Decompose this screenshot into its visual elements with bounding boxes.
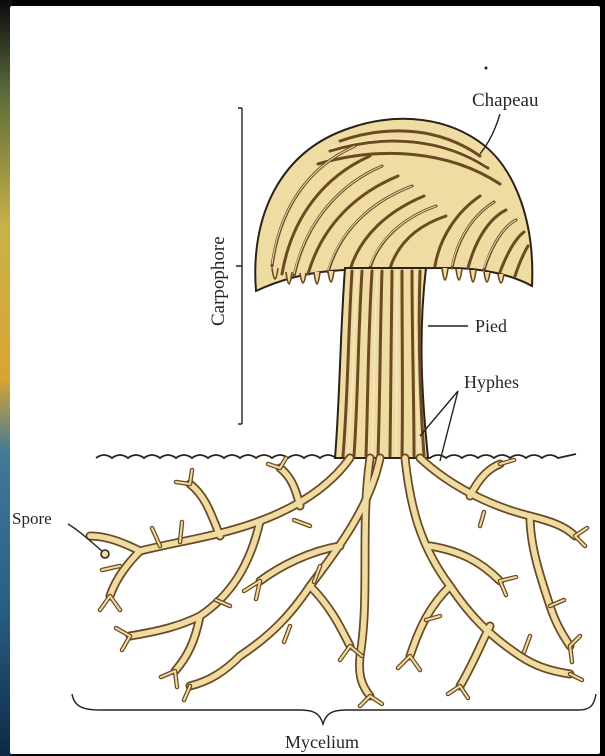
ink-dot: [485, 67, 488, 70]
mushroom-illustration: Chapeau Carpophore Pied Hyphes Spore Myc…: [10, 6, 600, 754]
label-pied: Pied: [475, 316, 507, 336]
carpophore-bracket: [236, 108, 242, 424]
mushroom-cap: [255, 119, 532, 291]
spore-dot: [101, 550, 109, 558]
mycelium-bracket: [72, 694, 596, 724]
label-chapeau: Chapeau: [472, 90, 539, 111]
mycelium-network: [90, 458, 587, 706]
label-spore: Spore: [12, 509, 52, 528]
label-hyphes: Hyphes: [464, 372, 519, 392]
mushroom-stem: [335, 268, 428, 458]
label-carpophore: Carpophore: [208, 236, 229, 326]
label-mycelium: Mycelium: [285, 732, 359, 752]
mushroom-diagram: Chapeau Carpophore Pied Hyphes Spore Myc…: [10, 6, 600, 754]
